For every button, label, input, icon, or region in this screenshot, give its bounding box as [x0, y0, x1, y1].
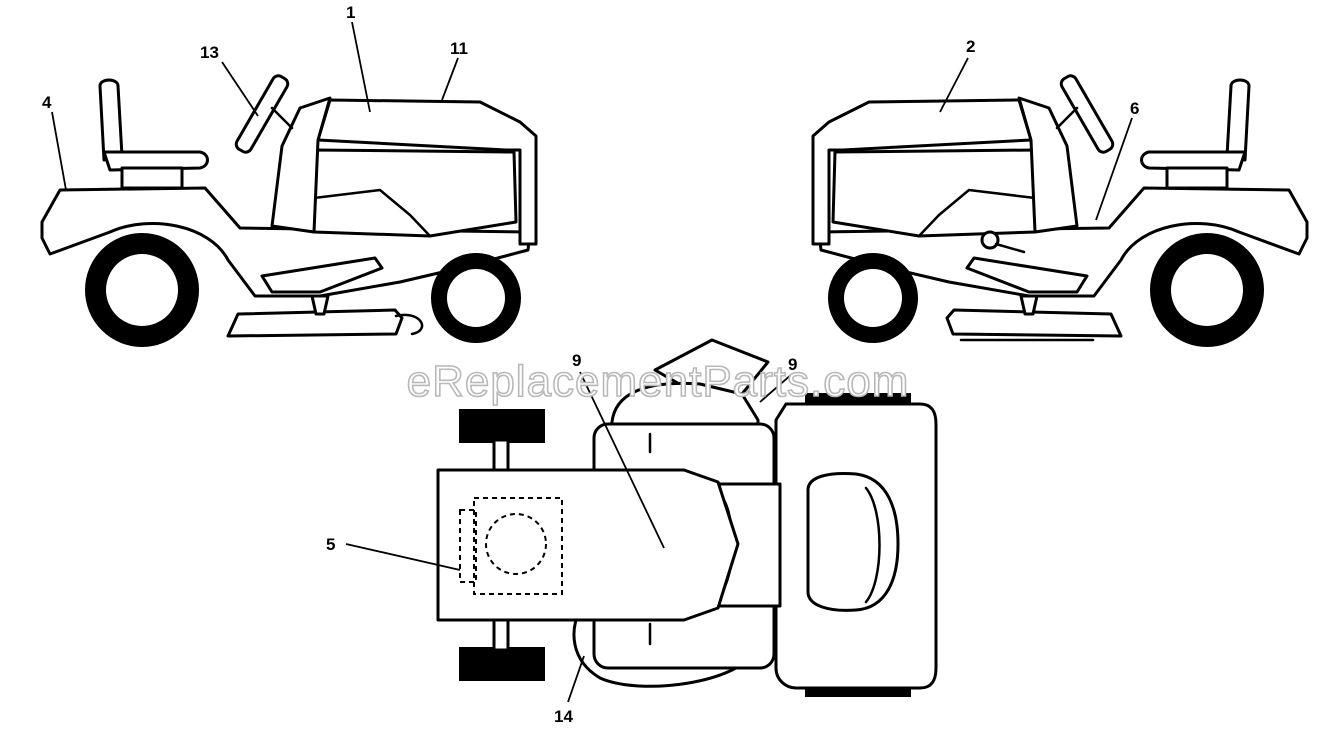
seat-back-right [1225, 78, 1251, 162]
footrest-left [260, 256, 384, 294]
hood-side-panel-right [917, 188, 1037, 238]
tractor-left-side-view [40, 74, 538, 347]
seat-base-right [1165, 166, 1229, 190]
steering-column-right [1055, 106, 1079, 130]
callout-6: 6 [1130, 99, 1139, 118]
seat-bottom-right [1140, 150, 1247, 172]
leader-11 [441, 57, 459, 101]
tractor-right-side-view [811, 74, 1309, 347]
leader-13 [221, 61, 259, 117]
leader-9b [759, 373, 793, 403]
dash-right [1017, 96, 1079, 234]
callout-9b: 9 [788, 355, 797, 374]
watermark-text: eReplacementParts.com [407, 357, 910, 406]
mower-deck-right [945, 308, 1123, 338]
deck-chute-left [394, 313, 424, 336]
steering-column-left [270, 106, 294, 130]
callout-5: 5 [326, 535, 335, 554]
fuel-cap-outline [485, 513, 547, 575]
rear-wheel-hub-right [1171, 254, 1243, 326]
callout-4: 4 [42, 93, 52, 112]
lift-lever-knob [980, 230, 1000, 250]
hood-grille-inner [864, 486, 881, 604]
dash-left [270, 96, 332, 234]
steering-wheel-left [234, 74, 290, 154]
seat-base-left [120, 166, 184, 190]
hood-front-right [831, 148, 1037, 238]
fender-top [436, 468, 740, 622]
hood-grille-top [806, 472, 900, 612]
callout-1: 1 [346, 3, 355, 22]
leader-lines [51, 21, 1133, 703]
callout-labels: 1 11 13 4 2 6 9 9 5 14 [42, 3, 1139, 726]
callout-11: 11 [450, 39, 468, 58]
engine-decal-area [473, 497, 563, 595]
footrest-right [965, 256, 1089, 294]
rear-axle-bottom [492, 618, 510, 652]
leader-9a [579, 371, 665, 549]
leader-14 [567, 655, 585, 703]
leader-1 [351, 21, 371, 113]
hood-right [811, 98, 1033, 246]
lift-lever-right [994, 242, 1026, 254]
callout-9a: 9 [572, 351, 581, 370]
rear-tire-top-left [459, 409, 545, 443]
callout-2: 2 [966, 37, 975, 56]
leader-4 [51, 111, 67, 191]
seat-back-left [98, 78, 124, 162]
leader-5 [345, 543, 461, 571]
deck-post-left [310, 294, 330, 316]
rear-axle-top [492, 438, 510, 472]
front-wheel-hub-left [447, 269, 505, 327]
rear-tire-top-right [459, 647, 545, 681]
seat-bottom-left [102, 150, 209, 172]
callout-13: 13 [200, 43, 219, 62]
hood-front-left [312, 148, 518, 238]
hood-side-panel-left [312, 188, 432, 238]
deck-post-right [1019, 294, 1039, 316]
tractor-top-view [436, 338, 938, 697]
leader-6 [1095, 117, 1133, 221]
front-wheel-hub-right [844, 269, 902, 327]
leader-2 [939, 57, 969, 113]
engine-decal-area-inner [459, 509, 477, 583]
mower-deck-left [226, 308, 404, 338]
callout-14: 14 [554, 707, 573, 726]
hood-left [316, 98, 538, 246]
steering-wheel-right [1059, 74, 1115, 154]
rear-wheel-hub-left [106, 254, 178, 326]
